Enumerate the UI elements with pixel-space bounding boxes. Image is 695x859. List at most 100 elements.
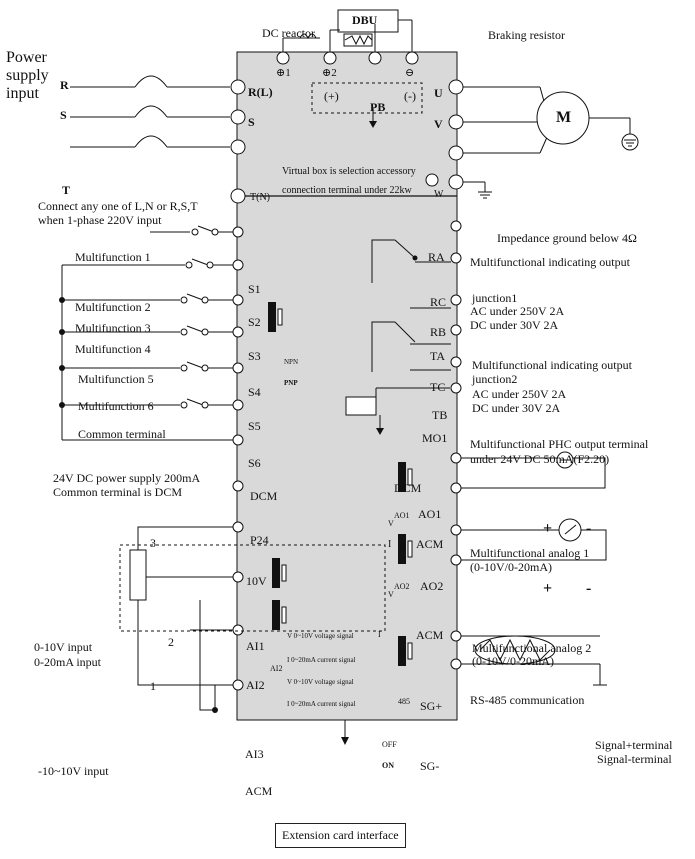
- pot-1: 1: [150, 679, 156, 693]
- ai2-v-signal: V 0~10V voltage signal: [287, 678, 354, 686]
- term-acm1: ACM: [416, 537, 444, 551]
- term-dcm: DCM: [250, 489, 278, 503]
- junction2-label: junction2: [472, 372, 518, 386]
- term-r-l: R(L): [248, 85, 273, 99]
- signal-minus-label: Signal-terminal: [597, 752, 672, 766]
- i-right-small: I: [378, 630, 381, 639]
- mf3-label: Multifunction 3: [75, 321, 151, 335]
- rs485-label: RS-485 communication: [470, 693, 585, 707]
- common-terminal-label: Common terminal: [78, 427, 166, 441]
- ai2-i-signal: I 0~20mA current signal: [287, 700, 356, 708]
- power-lines: [70, 75, 230, 148]
- dc-reactor-label: DC reactor: [262, 26, 315, 40]
- dc24-label-1: 24V DC power supply 200mA: [53, 471, 201, 485]
- term-ao2: AO2: [420, 579, 444, 593]
- term-rb: RB: [430, 325, 447, 339]
- mf6-label: Multifunction 6: [78, 399, 154, 413]
- npn-label: NPN: [284, 358, 299, 366]
- phase-r: R: [60, 78, 69, 92]
- dbu-box: [337, 9, 399, 33]
- pnp-label: PNP: [284, 379, 298, 387]
- label-485: 485: [398, 697, 410, 706]
- extension-card-label: Extension card interface: [275, 823, 406, 848]
- input-010v: 0-10V input: [34, 640, 93, 654]
- pb-plus: (+): [324, 89, 339, 103]
- analog2-label-1: Multifunctional analog 2: [472, 641, 592, 655]
- single-phase-note-1: Connect any one of L,N or R,S,T: [38, 199, 198, 213]
- mf4-label: Multifunction 4: [75, 342, 151, 356]
- pb-minus: (-): [404, 89, 416, 103]
- term-s2: S2: [248, 315, 261, 329]
- power-title-3: input: [6, 85, 39, 102]
- junction2-ac: AC under 250V 2A: [472, 387, 567, 401]
- analog1-label-2: (0-10V/0-20mA): [470, 560, 552, 574]
- impedance-label: Impedance ground below 4Ω: [497, 231, 637, 245]
- junction2-dc: DC under 30V 2A: [472, 401, 561, 415]
- term-s5: S5: [248, 419, 261, 433]
- power-title-2: supply: [6, 67, 49, 84]
- term-sg-minus: SG-: [420, 759, 440, 773]
- phase-s: S: [60, 108, 67, 122]
- term-rc: RC: [430, 295, 447, 309]
- term-w: W: [434, 189, 444, 200]
- term-acm-bottom: ACM: [245, 784, 273, 798]
- phase-t: T: [62, 183, 71, 197]
- mf5-label: Multifunction 5: [78, 372, 154, 386]
- term-sg-plus: SG+: [420, 699, 443, 713]
- label-on: ON: [382, 761, 394, 770]
- pot-3: 3: [150, 536, 156, 550]
- power-title-1: Power: [6, 49, 47, 66]
- term-u: U: [434, 86, 443, 100]
- ao2-v-small: V: [388, 590, 394, 599]
- pb-label: PB: [370, 100, 386, 114]
- virtual-box-note-1: Virtual box is selection accessory: [282, 166, 416, 177]
- junction1-dc: DC under 30V 2A: [470, 318, 559, 332]
- term-ta: TA: [430, 349, 446, 363]
- term-ao1: AO1: [418, 507, 442, 521]
- single-phase-note-2: when 1-phase 220V input: [38, 213, 162, 227]
- term-dcm-right: DCM: [394, 481, 422, 495]
- braking-resistor-label: Braking resistor: [488, 28, 565, 42]
- virtual-box-note-2: connection terminal under 22kw: [282, 185, 412, 196]
- pot-2: 2: [168, 635, 174, 649]
- term-ra: RA: [428, 250, 445, 264]
- mf2-label: Multifunction 2: [75, 300, 151, 314]
- mf1-label: Multifunction 1: [75, 250, 151, 264]
- ao1-i-small: I: [388, 539, 392, 550]
- term-s: S: [248, 115, 255, 129]
- input-020ma: 0-20mA input: [34, 655, 102, 669]
- label-off: OFF: [382, 740, 397, 749]
- term-ai3: AI3: [245, 747, 264, 761]
- term-mo1: MO1: [422, 431, 448, 445]
- term-v: V: [434, 117, 443, 131]
- term-s1: S1: [248, 282, 261, 296]
- terminal-plus1: ⊕1: [276, 67, 291, 79]
- mf-indicating-output-2: Multifunctional indicating output: [472, 358, 632, 372]
- dbu-label: DBU: [352, 13, 378, 27]
- terminal-minus: ⊖: [405, 67, 415, 79]
- ai2-small: AI2: [270, 664, 283, 673]
- term-10v: 10V: [246, 574, 267, 588]
- term-ai2: AI2: [246, 678, 265, 692]
- analog1-minus: -: [586, 520, 592, 537]
- junction1-label: junction1: [472, 291, 518, 305]
- term-s3: S3: [248, 349, 261, 363]
- analog-plus-2: +: [543, 580, 553, 597]
- term-p24: P24: [250, 533, 269, 547]
- signal-plus-label: Signal+terminal: [595, 738, 673, 752]
- mf-indicating-output-1: Multifunctional indicating output: [470, 255, 630, 269]
- term-s4: S4: [248, 385, 261, 399]
- term-acm2: ACM: [416, 628, 444, 642]
- ai1-v-signal: V 0~10V voltage signal: [287, 632, 354, 640]
- term-tc: TC: [430, 380, 446, 394]
- analog2-label-2: (0-10V/0-20mA): [472, 654, 554, 668]
- ai1-i-signal: I 0~20mA current signal: [287, 656, 356, 664]
- ao2-small: AO2: [394, 582, 410, 591]
- term-s6: S6: [248, 456, 261, 470]
- ao1-v-small: V: [388, 519, 394, 528]
- motor-label: M: [556, 109, 572, 126]
- analog1-plus: +: [543, 520, 553, 537]
- phc-output-label-2: under 24V DC 50mA(F2.20): [470, 452, 610, 466]
- dc24-label-2: Common terminal is DCM: [53, 485, 182, 499]
